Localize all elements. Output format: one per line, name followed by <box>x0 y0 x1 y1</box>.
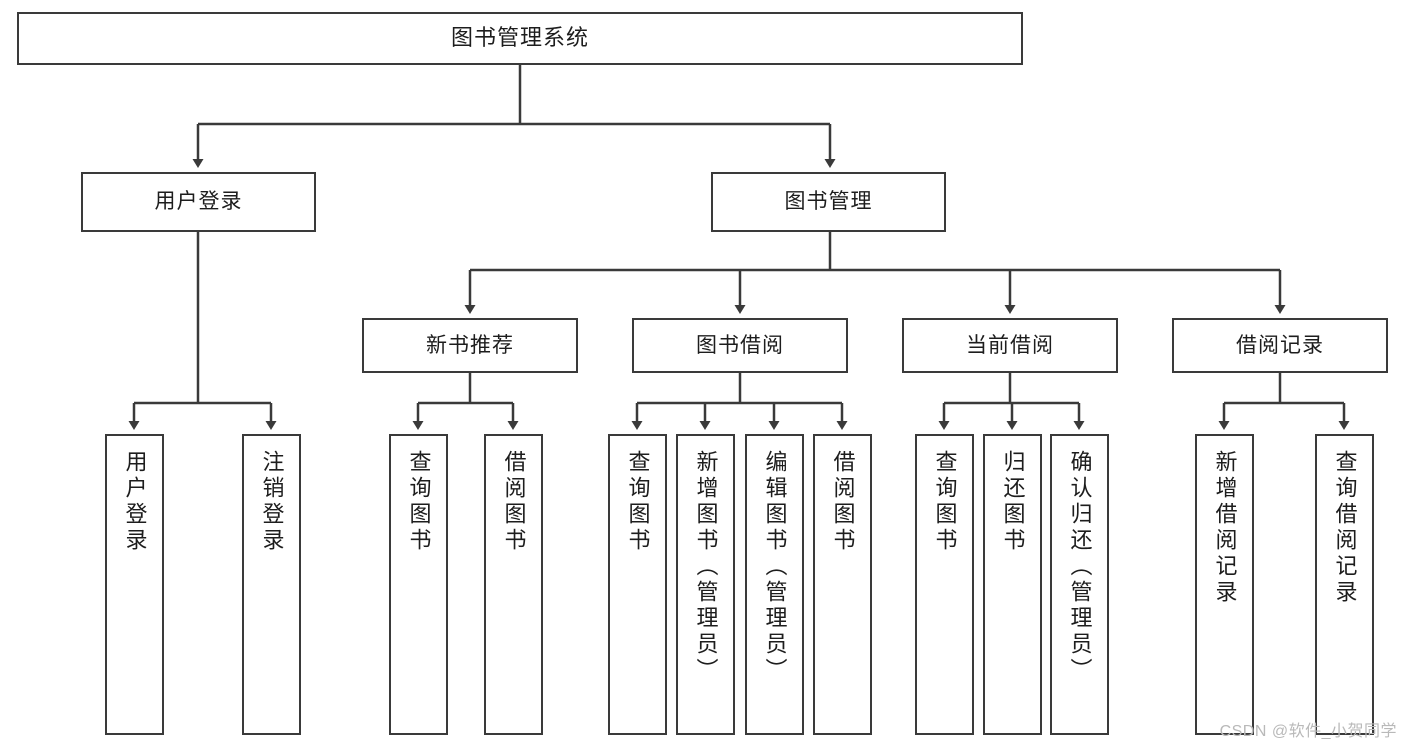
node-leaf-add-book[interactable]: 新增图书（管理员） <box>676 434 735 735</box>
node-leaf-query-book-1-label: 查询图书 <box>406 450 432 554</box>
node-new-book-recommend-label: 新书推荐 <box>426 333 514 357</box>
node-leaf-query-record-label: 查询借阅记录 <box>1332 450 1358 606</box>
node-leaf-confirm-return[interactable]: 确认归还（管理员） <box>1050 434 1109 735</box>
node-leaf-query-book-2[interactable]: 查询图书 <box>608 434 667 735</box>
node-leaf-add-record-label: 新增借阅记录 <box>1212 450 1238 606</box>
node-leaf-logout[interactable]: 注销登录 <box>242 434 301 735</box>
node-user-login-label: 用户登录 <box>154 190 243 214</box>
node-leaf-query-book-3[interactable]: 查询图书 <box>915 434 974 735</box>
node-borrow-record[interactable]: 借阅记录 <box>1172 318 1388 373</box>
node-leaf-query-book-3-label: 查询图书 <box>932 450 958 554</box>
node-user-login[interactable]: 用户登录 <box>81 172 316 232</box>
node-book-borrow-label: 图书借阅 <box>696 333 784 357</box>
node-leaf-add-book-label: 新增图书（管理员） <box>693 450 719 684</box>
node-leaf-return-book[interactable]: 归还图书 <box>983 434 1042 735</box>
node-leaf-return-book-label: 归还图书 <box>1000 450 1026 554</box>
node-leaf-edit-book[interactable]: 编辑图书（管理员） <box>745 434 804 735</box>
node-leaf-add-record[interactable]: 新增借阅记录 <box>1195 434 1254 735</box>
node-leaf-borrow-book-1[interactable]: 借阅图书 <box>484 434 543 735</box>
node-leaf-query-record[interactable]: 查询借阅记录 <box>1315 434 1374 735</box>
node-leaf-logout-label: 注销登录 <box>259 450 285 554</box>
node-leaf-user-login-label: 用户登录 <box>122 450 148 554</box>
node-current-borrow[interactable]: 当前借阅 <box>902 318 1118 373</box>
node-leaf-borrow-book-1-label: 借阅图书 <box>501 450 527 554</box>
node-leaf-borrow-book-2-label: 借阅图书 <box>830 450 856 554</box>
node-root[interactable]: 图书管理系统 <box>17 12 1023 65</box>
node-leaf-user-login[interactable]: 用户登录 <box>105 434 164 735</box>
node-book-manage-label: 图书管理 <box>784 190 873 214</box>
node-borrow-record-label: 借阅记录 <box>1236 333 1324 357</box>
node-leaf-query-book-1[interactable]: 查询图书 <box>389 434 448 735</box>
node-root-label: 图书管理系统 <box>450 25 589 51</box>
node-leaf-confirm-return-label: 确认归还（管理员） <box>1067 450 1093 684</box>
node-current-borrow-label: 当前借阅 <box>966 333 1054 357</box>
node-leaf-borrow-book-2[interactable]: 借阅图书 <box>813 434 872 735</box>
watermark-text: CSDN @软件_小贺同学 <box>1219 723 1397 740</box>
node-book-manage[interactable]: 图书管理 <box>711 172 946 232</box>
node-book-borrow[interactable]: 图书借阅 <box>632 318 848 373</box>
node-new-book-recommend[interactable]: 新书推荐 <box>362 318 578 373</box>
node-leaf-edit-book-label: 编辑图书（管理员） <box>762 450 788 684</box>
node-leaf-query-book-2-label: 查询图书 <box>625 450 651 554</box>
